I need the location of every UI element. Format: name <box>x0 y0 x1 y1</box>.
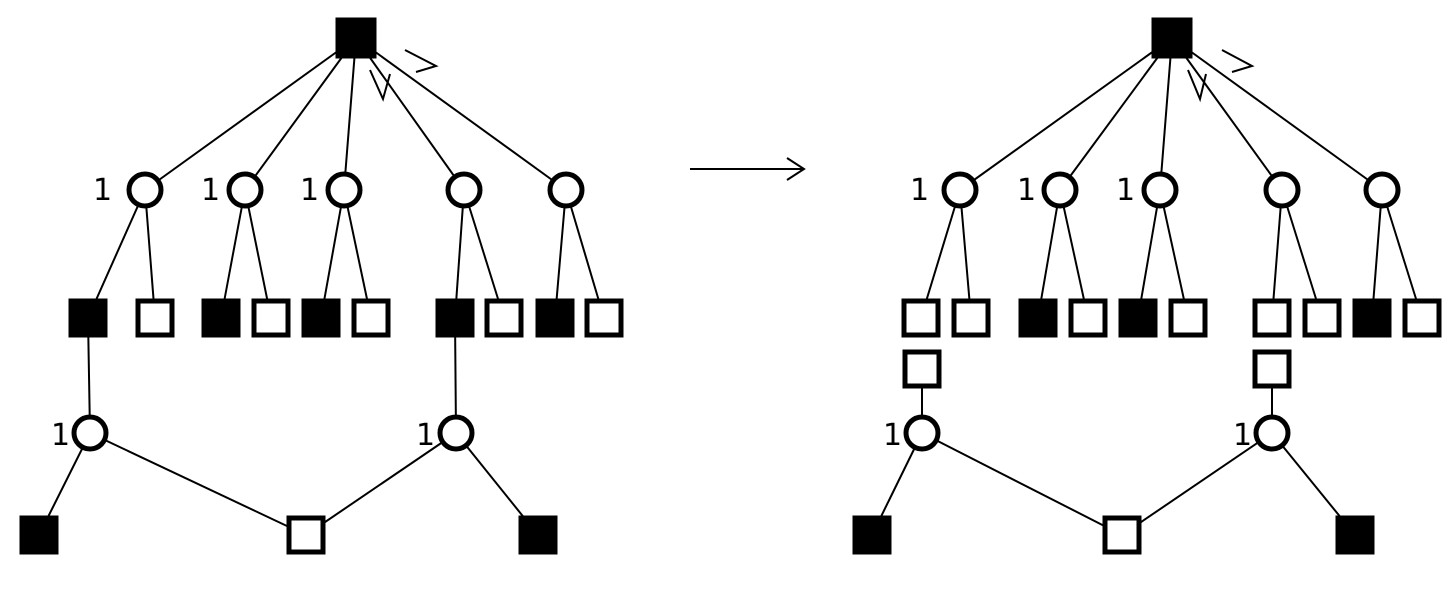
circle-node <box>547 171 585 209</box>
circle-label: 1 <box>300 173 319 208</box>
square-node-empty <box>484 298 524 338</box>
right-graph: 1 1 1 1 1 <box>852 17 1442 555</box>
circle-node <box>1363 171 1401 209</box>
square-node-empty <box>251 298 291 338</box>
circle-label: 1 <box>416 418 435 453</box>
square-node-empty <box>901 298 941 338</box>
circle-node <box>226 171 264 209</box>
circle-node <box>445 171 483 209</box>
square-node-filled <box>1118 298 1158 338</box>
arrow-right-icon <box>404 49 439 73</box>
square-node-empty <box>1068 298 1108 338</box>
square-node-filled <box>1018 298 1058 338</box>
left-direction-arrows <box>369 49 439 102</box>
right-graph-edges <box>871 37 1423 536</box>
square-node-filled <box>518 515 558 555</box>
circle-label: 1 <box>883 418 902 453</box>
circle-node <box>71 414 109 452</box>
square-node-filled <box>19 515 59 555</box>
circle-label: 1 <box>910 173 929 208</box>
arrow-down-icon <box>369 69 391 102</box>
circle-node <box>1263 171 1301 209</box>
square-node-empty <box>135 298 175 338</box>
square-node-empty <box>1252 298 1292 338</box>
square-node-filled <box>301 298 341 338</box>
transform-arrow-icon <box>690 157 806 181</box>
circle-node <box>1253 414 1291 452</box>
square-node-filled <box>435 298 475 338</box>
circle-label: 1 <box>1017 173 1036 208</box>
root-node-filled <box>335 17 377 59</box>
left-graph-edges <box>38 37 605 536</box>
square-node-filled <box>68 298 108 338</box>
square-node-empty <box>1168 298 1208 338</box>
right-direction-arrows <box>1187 49 1255 103</box>
circle-node <box>941 171 979 209</box>
circle-label: 1 <box>1233 418 1252 453</box>
square-node-filled <box>852 515 892 555</box>
circle-label: 1 <box>51 418 70 453</box>
square-node-empty <box>951 298 991 338</box>
arrow-down-icon <box>1187 69 1207 103</box>
square-node-filled <box>1335 515 1375 555</box>
circle-label: 1 <box>201 173 220 208</box>
square-node-empty <box>351 298 391 338</box>
circle-node <box>437 414 475 452</box>
inserted-square-node-empty <box>902 349 942 389</box>
left-graph: 1 1 1 1 1 <box>19 17 624 555</box>
square-node-empty <box>1102 515 1142 555</box>
square-node-empty <box>1402 298 1442 338</box>
inserted-square-node-empty <box>1252 349 1292 389</box>
circle-label: 1 <box>93 173 112 208</box>
circle-node <box>325 171 363 209</box>
arrow-right-icon <box>1221 49 1255 73</box>
circle-label: 1 <box>1116 173 1135 208</box>
square-node-filled <box>201 298 241 338</box>
root-node-filled <box>1151 17 1193 59</box>
circle-node <box>1141 171 1179 209</box>
square-node-filled <box>1352 298 1392 338</box>
circle-node <box>903 414 941 452</box>
square-node-empty <box>286 515 326 555</box>
square-node-filled <box>535 298 575 338</box>
circle-node <box>126 171 164 209</box>
square-node-empty <box>1302 298 1342 338</box>
circle-node <box>1041 171 1079 209</box>
square-node-empty <box>584 298 624 338</box>
